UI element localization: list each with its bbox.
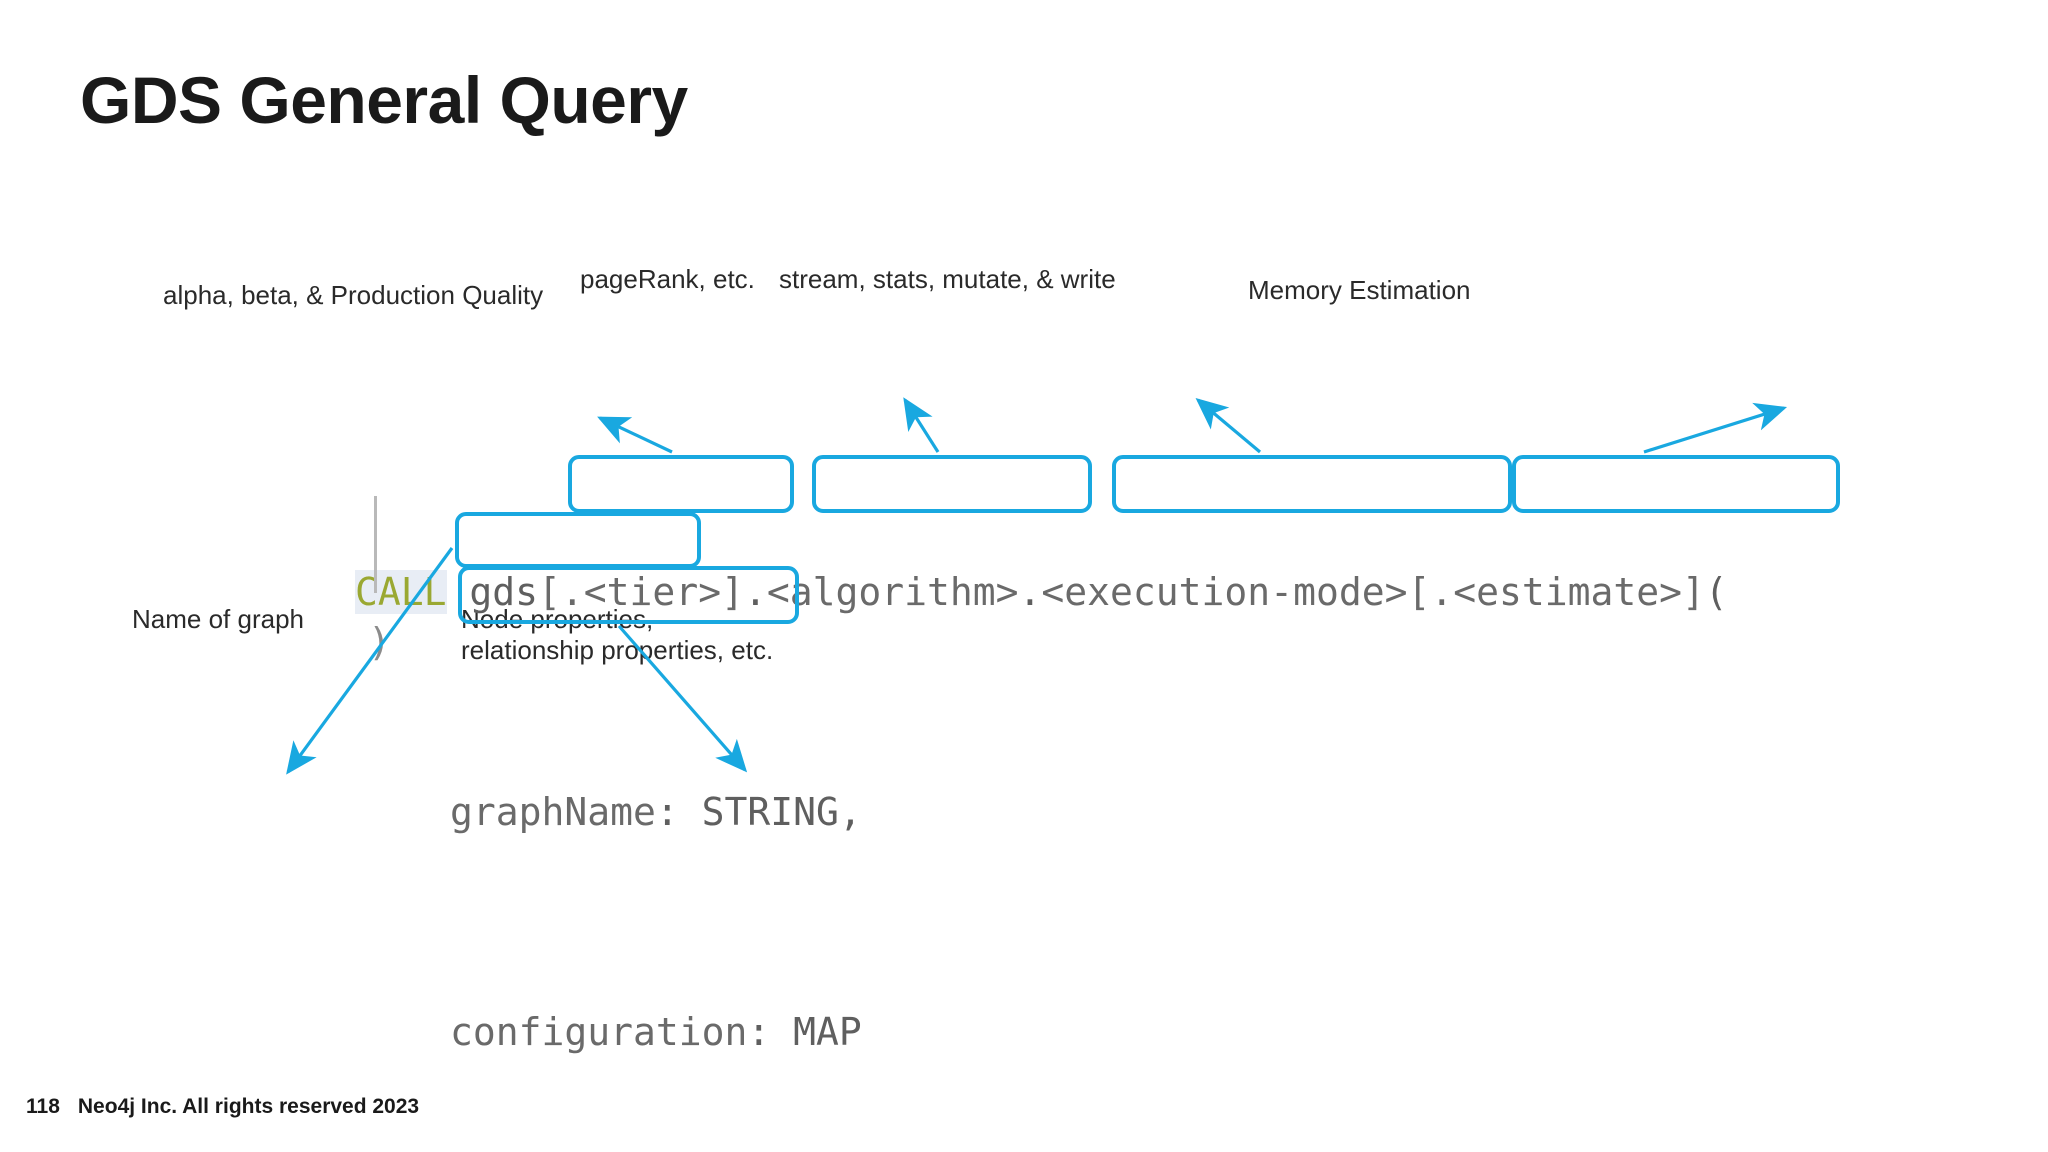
highlight-box-tier[interactable] [568, 455, 794, 513]
footer-page-number: 118 [26, 1095, 60, 1118]
code-dot-2: . [1018, 570, 1042, 614]
annotation-label-algorithm: pageRank, etc. [580, 264, 755, 294]
code-token-execution-mode: <execution-mode> [1041, 570, 1408, 614]
code-line-3: configuration: MAP [355, 1005, 1728, 1060]
annotation-label-graphname: Name of graph [132, 604, 304, 634]
arrow-tier [597, 416, 673, 454]
code-type-map: : MAP [747, 1010, 862, 1054]
annotation-label-estimate: Memory Estimation [1248, 275, 1471, 305]
highlight-box-algorithm[interactable] [812, 455, 1092, 513]
arrow-execution-mode [1195, 397, 1262, 454]
code-param-graphname: graphName [450, 790, 656, 834]
highlight-box-estimate[interactable] [1512, 455, 1840, 513]
code-keyword-call: CALL [355, 570, 447, 614]
code-indent-guide [374, 496, 377, 593]
page-title: GDS General Query [80, 63, 688, 137]
footer-copyright: Neo4j Inc. All rights reserved 2023 [77, 1095, 420, 1118]
code-dot-1: . [743, 570, 767, 614]
arrow-algorithm [903, 397, 940, 453]
highlight-box-configuration[interactable] [458, 566, 799, 624]
code-token-algorithm: <algorithm> [766, 570, 1019, 614]
annotation-label-execution-mode: stream, stats, mutate, & write [779, 264, 1116, 294]
highlight-box-graphname[interactable] [455, 512, 701, 568]
annotation-label-tier: alpha, beta, & Production Quality [163, 280, 544, 310]
code-token-tier: [.<tier>] [538, 570, 744, 614]
arrow-estimate [1643, 402, 1788, 454]
code-open-paren: ( [1704, 570, 1728, 614]
code-type-string: : STRING, [655, 790, 862, 834]
code-close-paren: ) [368, 620, 391, 664]
slide-footer: 118 Neo4j Inc. All rights reserved 2023 [26, 1095, 419, 1119]
highlight-box-execution-mode[interactable] [1112, 455, 1512, 513]
code-namespace-gds: gds [469, 570, 539, 614]
code-line-2: graphName: STRING, [355, 785, 1728, 840]
code-param-configuration: configuration [450, 1010, 748, 1054]
code-token-estimate: [.<estimate>] [1407, 570, 1705, 614]
